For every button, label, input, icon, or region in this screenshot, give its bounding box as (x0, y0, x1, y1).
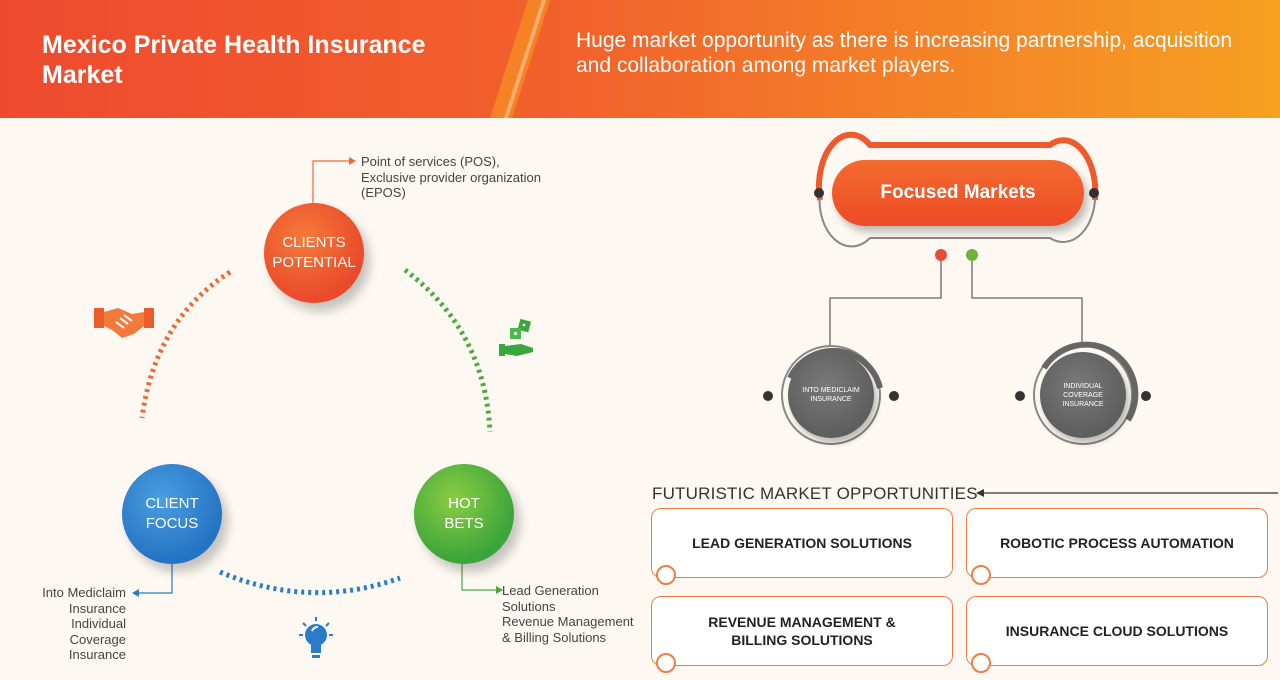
opportunity-card-insurance-cloud: INSURANCE CLOUD SOLUTIONS (966, 596, 1268, 673)
client-focus-note: Into Mediclaim Insurance Individual Cove… (42, 585, 126, 662)
card-knob (971, 653, 991, 673)
futuristic-title: FUTURISTIC MARKET OPPORTUNITIES (652, 484, 978, 503)
opportunity-label: ROBOTIC PROCESS AUTOMATION (1000, 535, 1234, 551)
client-focus-label: CLIENT FOCUS (145, 495, 199, 532)
opportunity-label: REVENUE MANAGEMENT & BILLING SOLUTIONS (708, 614, 896, 648)
page-subtitle: Huge market opportunity as there is incr… (576, 29, 1233, 77)
hot-bets-label: HOT BETS (444, 495, 484, 532)
card-knob (656, 653, 676, 673)
header-banner: Mexico Private Health Insurance Market H… (0, 0, 1280, 118)
clients-potential-label: CLIENTS POTENTIAL (272, 234, 356, 271)
dice-hand-icon (499, 318, 533, 356)
card-knob (971, 565, 991, 585)
header-divider (490, 0, 550, 118)
hot-bets-note: Lead Generation Solutions Revenue Manage… (502, 583, 634, 645)
arc-clients-to-focus (139, 269, 232, 419)
focused-markets-pill: Focused Markets (832, 160, 1084, 226)
opportunity-card-lead-generation: LEAD GENERATION SOLUTIONS (651, 508, 953, 585)
hot-bets-node: HOT BETS (414, 464, 514, 564)
opportunity-card-revenue-management: REVENUE MANAGEMENT & BILLING SOLUTIONS (651, 596, 953, 673)
handshake-icon (94, 308, 154, 338)
client-focus-node: CLIENT FOCUS (122, 464, 222, 564)
mediclaim-market-node: INTO MEDICLAIM INSURANCE (788, 352, 874, 438)
arc-clients-to-hotbets (403, 268, 493, 433)
opportunity-label: LEAD GENERATION SOLUTIONS (692, 535, 912, 551)
opportunity-label: INSURANCE CLOUD SOLUTIONS (1005, 623, 1229, 639)
lightbulb-icon (299, 617, 333, 658)
clients-potential-note: Point of services (POS), Exclusive provi… (361, 154, 541, 200)
mediclaim-market-label: INTO MEDICLAIM INSURANCE (802, 387, 860, 403)
individual-coverage-node: INDIVIDUAL COVERAGE INSURANCE (1040, 352, 1126, 438)
arc-focus-to-hotbets (219, 569, 401, 596)
individual-coverage-label: INDIVIDUAL COVERAGE INSURANCE (1062, 382, 1104, 408)
page-title: Mexico Private Health Insurance Market (42, 31, 426, 89)
clients-potential-node: CLIENTS POTENTIAL (264, 203, 364, 303)
opportunity-card-robotic-process: ROBOTIC PROCESS AUTOMATION (966, 508, 1268, 585)
card-knob (656, 565, 676, 585)
